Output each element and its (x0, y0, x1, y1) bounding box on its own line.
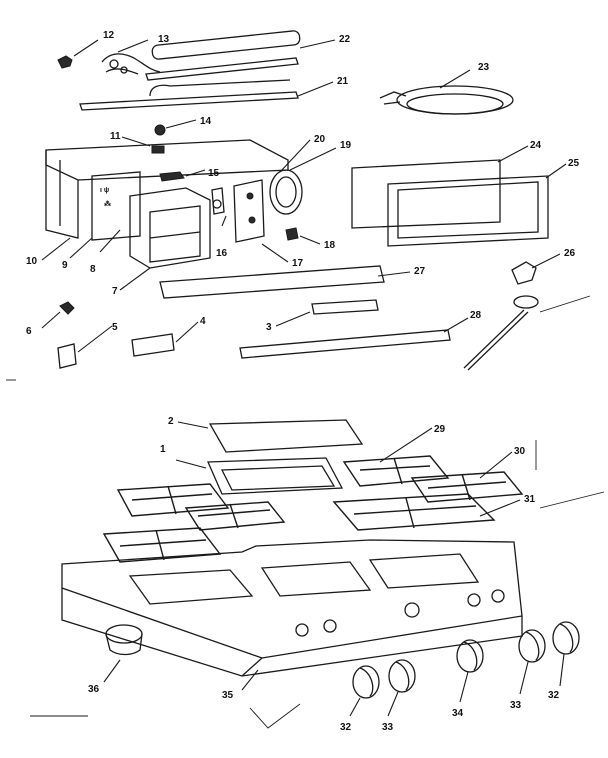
callout-20: 20 (314, 134, 326, 145)
part-12-clip (57, 39, 99, 69)
knob-33-left (387, 659, 416, 717)
part-18-switch (285, 227, 321, 245)
part-27-burner-bracket (159, 265, 411, 299)
callout-32-right: 32 (548, 690, 560, 701)
callout-34: 34 (452, 708, 464, 719)
part-26-rod (463, 309, 529, 371)
callout-24: 24 (530, 140, 542, 151)
part-26-pressure-regulator (511, 253, 561, 309)
part-10-control-panel (41, 139, 289, 261)
part-30-grate (410, 451, 524, 503)
callout-19: 19 (340, 140, 352, 151)
callout-6: 6 (26, 326, 32, 337)
part-31-grate (332, 493, 521, 531)
callout-18: 18 (324, 240, 336, 251)
part-23-wiring-harness (379, 69, 514, 115)
callout-33-right: 33 (510, 700, 522, 711)
callout-29: 29 (434, 424, 446, 435)
part-1-griddle (175, 457, 344, 495)
knob-32-right (552, 621, 580, 687)
callout-7: 7 (112, 286, 118, 297)
part-14-small-knob (154, 119, 197, 136)
left-middle-grate (184, 501, 286, 531)
part-17-bracket (233, 179, 289, 263)
part-2-griddle-cover (177, 419, 364, 453)
divider-line-2 (539, 491, 605, 509)
callout-3: 3 (266, 322, 272, 333)
callout-23: 23 (478, 62, 490, 73)
callout-30: 30 (514, 446, 526, 457)
callout-31: 31 (524, 494, 536, 505)
callout-8: 8 (90, 264, 96, 275)
callout-11: 11 (110, 131, 121, 142)
callout-1: 1 (160, 444, 166, 455)
part-7-window-box (119, 187, 211, 291)
callout-35: 35 (222, 690, 234, 701)
callout-13: 13 (158, 34, 170, 45)
part-21-broiler-burner (79, 79, 334, 111)
part-8-9-clock-panel: ι ψ ⁂ (69, 171, 141, 259)
part-24-glass-panel (351, 145, 529, 229)
callout-10: 10 (26, 256, 38, 267)
callout-28: 28 (470, 310, 482, 321)
knob-32-left (349, 665, 380, 717)
callout-32-left: 32 (340, 722, 352, 733)
callout-4: 4 (200, 316, 206, 327)
part-6-clip (41, 301, 75, 329)
part-13-igniter-assembly (101, 39, 161, 75)
part-25-door-frame (387, 163, 567, 247)
callout-33-left: 33 (382, 722, 394, 733)
callout-12: 12 (103, 30, 115, 41)
callout-17: 17 (292, 258, 304, 269)
callout-14: 14 (200, 116, 212, 127)
left-front-grate (116, 483, 230, 517)
svg-text:ι ψ: ι ψ (100, 187, 109, 194)
knob-34 (456, 639, 484, 703)
callout-16: 16 (216, 248, 228, 259)
svg-text:⁂: ⁂ (104, 199, 111, 208)
part-28-gas-tube (239, 317, 469, 359)
callout-15: 15 (208, 168, 220, 179)
part-19-20-clock (269, 139, 337, 215)
callout-21: 21 (337, 76, 349, 87)
part-4-bracket (131, 321, 199, 357)
part-3-burner (275, 299, 379, 327)
part-16-thermostat (211, 187, 227, 227)
divider-line (539, 295, 591, 313)
part-29-grate (342, 427, 450, 487)
knob-33-right (518, 629, 546, 695)
callout-25: 25 (568, 158, 580, 169)
callout-22: 22 (339, 34, 351, 45)
part-15-valve (159, 169, 206, 182)
bottom-mark (249, 703, 301, 729)
part-5-bracket (57, 325, 113, 369)
callout-36: 36 (88, 684, 100, 695)
part-36-burner-cap (103, 624, 143, 683)
part-35-cooktop (61, 539, 523, 691)
callout-27: 27 (414, 266, 426, 277)
callout-5: 5 (112, 322, 118, 333)
part-22-burner-tube (145, 30, 336, 81)
callout-9: 9 (62, 260, 68, 271)
callout-2: 2 (168, 416, 174, 427)
callout-26: 26 (564, 248, 576, 259)
